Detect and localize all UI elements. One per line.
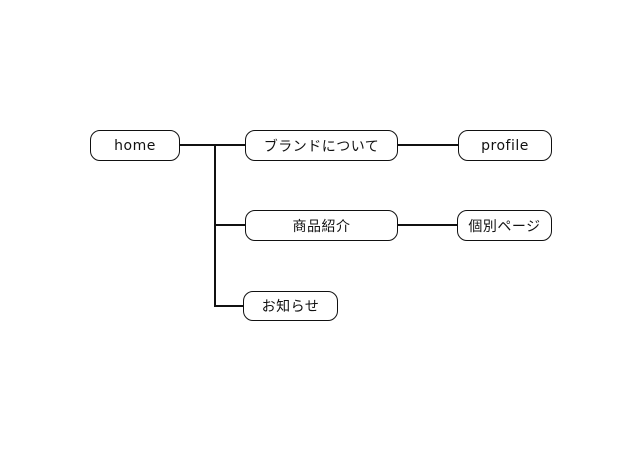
node-home-label: home: [114, 137, 156, 154]
node-brand-about-label: ブランドについて: [263, 138, 380, 155]
node-home: home: [90, 130, 180, 161]
node-profile-label: profile: [481, 137, 529, 154]
node-profile: profile: [458, 130, 552, 161]
node-news: お知らせ: [243, 291, 338, 321]
node-brand-about: ブランドについて: [245, 130, 398, 161]
node-product-introduction-label: 商品紹介: [292, 218, 351, 235]
edge-home-to-brand: [180, 144, 245, 146]
node-news-label: お知らせ: [261, 299, 320, 315]
edge-products-to-individual: [398, 224, 457, 226]
node-individual-page: 個別ページ: [457, 210, 552, 241]
node-product-introduction: 商品紹介: [245, 210, 398, 241]
edge-brand-to-profile: [398, 144, 458, 146]
edge-home-to-products: [215, 224, 245, 226]
edge-home-to-news: [215, 305, 243, 307]
node-individual-page-label: 個別ページ: [468, 218, 541, 235]
